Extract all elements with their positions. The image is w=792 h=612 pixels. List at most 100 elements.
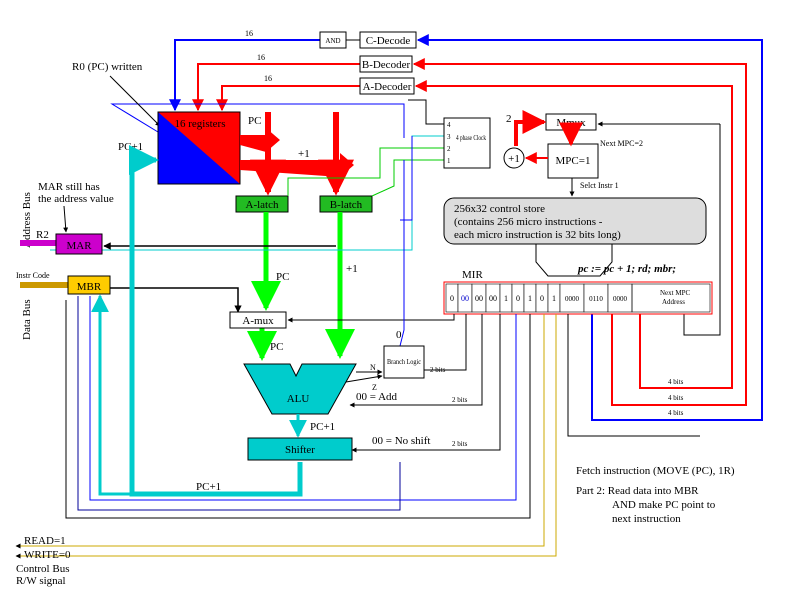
mar: [55, 233, 103, 255]
mbr-blue-loop: [77, 296, 401, 511]
mir-shift-wire: [351, 314, 501, 453]
data-bus: [20, 282, 70, 288]
reg-a-bus-label: PC: [248, 115, 261, 127]
b-latch-value: +1: [346, 263, 358, 275]
a-bus-width: 16: [264, 74, 272, 83]
branch-logic-label: Branch Logic: [387, 358, 421, 366]
reg-b-bus-label: +1: [298, 148, 310, 160]
mar-label: MAR: [66, 240, 92, 252]
mir-write-wire: [15, 314, 557, 559]
mmux-label: Mmux: [556, 117, 586, 129]
bits-4-a: 4 bits: [668, 378, 684, 386]
reg-a-bus: [240, 128, 280, 152]
a-decoder-label: A-Decoder: [363, 81, 412, 93]
mar-note-line1: MAR still has: [38, 181, 100, 193]
mbr: [67, 275, 111, 295]
c-bus-wire: [169, 39, 320, 112]
mir-annotation: pc := pc + 1; rd; mbr;: [577, 263, 676, 275]
a-latch-value: PC: [276, 271, 289, 283]
mir-field-value: 1: [528, 294, 532, 303]
a-mux: [229, 311, 287, 329]
amux-out-value: PC: [270, 341, 283, 353]
b-bus-wire: [192, 63, 360, 112]
clock-phase-3: 3: [447, 133, 451, 141]
c-decoder: [359, 31, 417, 49]
mbr-label: MBR: [77, 281, 102, 293]
clock-wire-mar: [400, 136, 413, 221]
mpc-label: MPC=1: [556, 155, 591, 167]
alu-label: ALU: [287, 393, 310, 405]
bits-4-b: 4 bits: [668, 394, 684, 402]
mir-cond-wire: [415, 314, 467, 373]
alu-z-flag: [345, 374, 383, 383]
z-flag-label: Z: [372, 383, 377, 392]
c-decode-wire: [416, 34, 763, 421]
b-latch-label: B-latch: [330, 199, 363, 211]
mir-branch-wire: [399, 160, 405, 347]
mir-field-value: 00: [475, 294, 483, 303]
mar-note-line2: the address value: [38, 193, 114, 205]
c-bus-width: 16: [245, 29, 253, 38]
mpc-incrementer-label: +1: [508, 153, 520, 165]
a-latch-label: A-latch: [246, 199, 279, 211]
mir-amux-wire: [287, 314, 455, 323]
b-bus-width: 16: [257, 53, 265, 62]
branch-zero: 0: [396, 329, 402, 341]
mir-mbr-wire: [89, 296, 517, 501]
b-decoder-label: B-Decoder: [362, 59, 411, 71]
mir-next-line2: Address: [662, 298, 685, 306]
alu-out-label: PC+1: [310, 421, 335, 433]
c-bus-label: PC+1: [118, 141, 143, 153]
bits-2-shift: 2 bits: [452, 440, 468, 448]
shifter: [247, 437, 353, 461]
n-flag-label: N: [370, 363, 376, 372]
clock-box: [443, 117, 491, 169]
control-store-line3: each micro instruction is 32 bits long): [454, 229, 621, 241]
instr-code-label: Instr Code: [16, 271, 50, 280]
mbr-to-amux: [110, 287, 242, 313]
mir-field-cell: [583, 283, 609, 313]
mir-field-value: 0110: [589, 295, 603, 303]
part2-line3: next instruction: [612, 513, 681, 525]
mir-next-line1: Next MPC: [660, 289, 690, 297]
and-gate-label: AND: [325, 37, 340, 45]
bits-2-alu: 2 bits: [452, 396, 468, 404]
incr-to-mmux: [514, 110, 547, 146]
and-enable-wire: [110, 103, 405, 138]
a-decoder: [359, 77, 415, 95]
select-instr-label: Selct Instr 1: [580, 181, 619, 190]
mir-field-value: 0000: [613, 295, 628, 303]
clock-wire-2: [287, 147, 444, 196]
add-note: 00 = Add: [356, 391, 398, 403]
c-decoder-label: C-Decode: [366, 35, 411, 47]
mir-enc-wire: [567, 314, 700, 437]
mir-field-value: 0000: [565, 295, 580, 303]
r0-note-pointer: [109, 75, 161, 127]
address-bus: [20, 240, 56, 246]
clock-phase-4: 4: [447, 121, 451, 129]
read-signal: READ=1: [24, 535, 66, 547]
mir-next-address-cell: [631, 283, 711, 313]
noshift-note: 00 = No shift: [372, 435, 430, 447]
r2-label: R2: [36, 229, 49, 241]
mir-alu-wire: [349, 314, 483, 408]
alu: [243, 363, 357, 415]
mir-field-value: 1: [552, 294, 556, 303]
write-signal: WRITE=0: [24, 549, 71, 561]
shifter-out-label: PC+1: [196, 481, 221, 493]
clock-wire-1: [371, 159, 444, 197]
part2-line1: Part 2: Read data into MBR: [576, 485, 699, 497]
bits-2-cond: 2 bits: [430, 366, 446, 374]
clock-phase-2: 2: [447, 145, 451, 153]
r0-enable-wire: [408, 99, 444, 125]
r0-written-note: R0 (PC) written: [72, 61, 143, 73]
control-bus-label: Control Bus: [16, 563, 69, 575]
b-latch: [319, 195, 373, 213]
clock-phase-1: 1: [447, 157, 451, 165]
a-decode-wire: [414, 80, 733, 389]
mir-field-value: 00: [461, 294, 469, 303]
control-store-line2: (contains 256 micro instructions -: [454, 216, 603, 228]
register-file-label: 16 registers: [174, 118, 225, 130]
